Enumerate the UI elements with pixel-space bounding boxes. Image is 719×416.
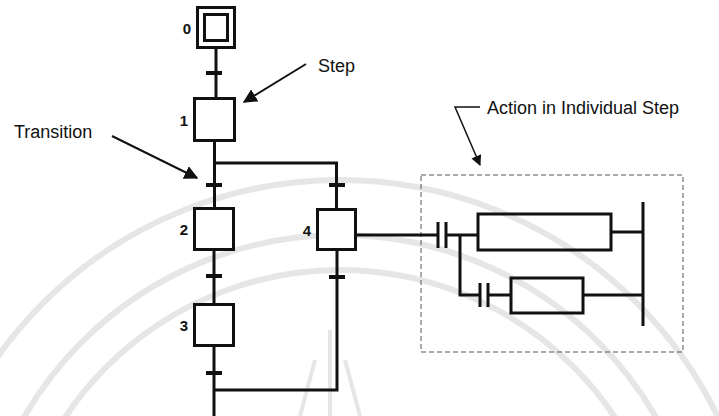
step-number: 0: [183, 19, 191, 36]
initial-step-inner-border: [203, 13, 229, 42]
step-box: 1: [193, 97, 236, 142]
action-ladder: [357, 175, 683, 352]
step-box: 3: [193, 303, 235, 347]
sfc-link: [215, 142, 337, 208]
step-number: 1: [180, 111, 188, 128]
step-box: 2: [193, 207, 235, 251]
step-number: 2: [180, 221, 188, 238]
sfc-link: [215, 49, 218, 97]
watermark: [0, 180, 719, 416]
callout-leaders: [112, 64, 480, 178]
step-number: 3: [180, 317, 188, 334]
step-number: 4: [303, 221, 311, 238]
callout-label: Action in Individual Step: [487, 98, 679, 119]
sfc-link: [213, 251, 216, 303]
step-box: 0: [196, 6, 236, 49]
step-box: 4: [316, 208, 357, 251]
callout-label: Step: [318, 56, 355, 77]
callout-label: Transition: [14, 122, 92, 143]
